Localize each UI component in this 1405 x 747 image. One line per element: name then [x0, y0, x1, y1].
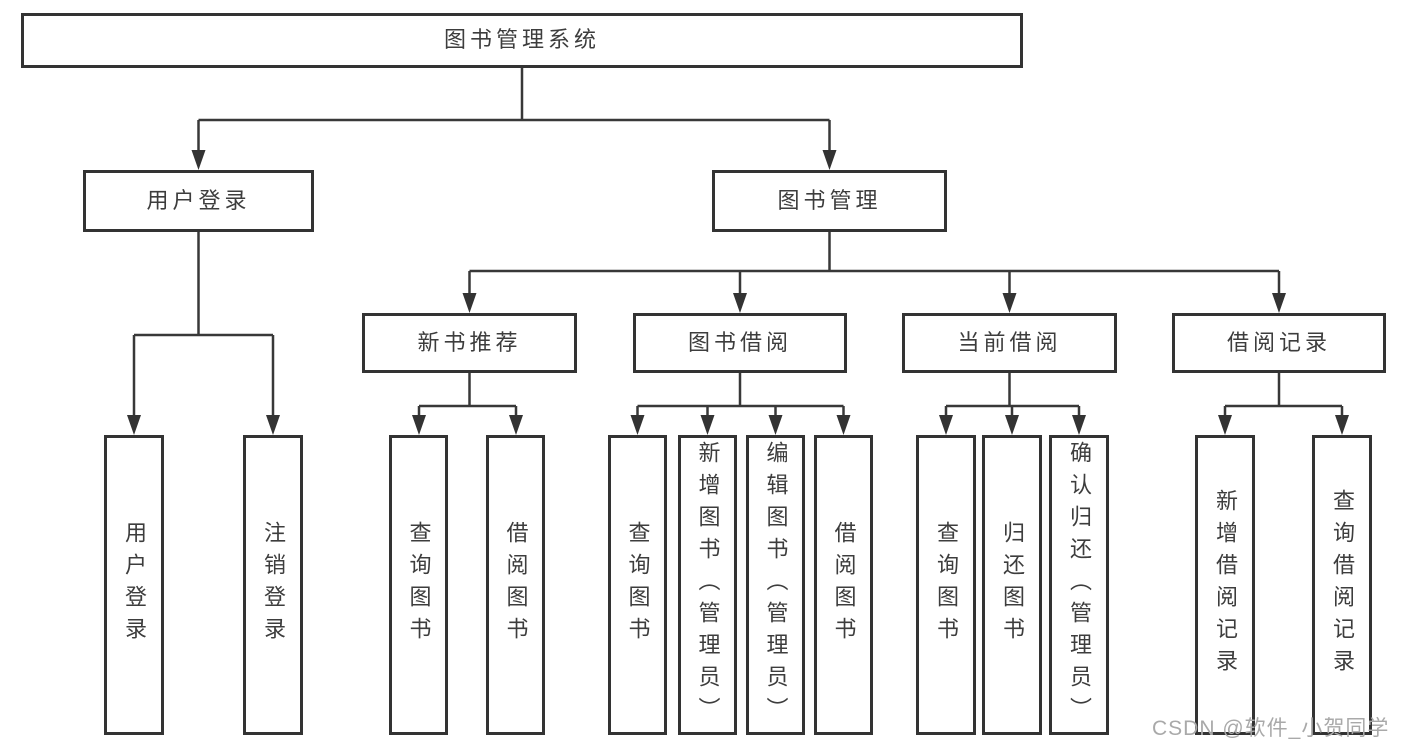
leaf-query-books-current: 查询图书 [916, 435, 976, 735]
leaf-confirm-return-admin: 确认归还（管理员） [1049, 435, 1109, 735]
node-label: 借阅记录 [1226, 329, 1331, 355]
node-label: 新书推荐 [417, 329, 522, 355]
leaf-query-books-recommend: 查询图书 [389, 435, 448, 735]
node-label: 用户登录 [146, 187, 251, 213]
node-label: 查询图书 [406, 521, 432, 649]
node-label: 图书借阅 [687, 329, 792, 355]
node-label: 注销登录 [261, 521, 286, 649]
node-label: 新增图书（管理员） [695, 441, 721, 729]
leaf-user-login: 用户登录 [104, 435, 164, 735]
leaf-query-books-borrow: 查询图书 [608, 435, 667, 735]
node-book-management: 图书管理 [712, 170, 947, 232]
node-label: 图书管理 [777, 187, 882, 213]
node-label: 借阅图书 [503, 521, 529, 649]
leaf-return-book: 归还图书 [982, 435, 1042, 735]
leaf-add-book-admin: 新增图书（管理员） [678, 435, 737, 735]
leaf-add-borrow-record: 新增借阅记录 [1195, 435, 1255, 735]
node-current-borrow: 当前借阅 [902, 313, 1117, 373]
watermark: CSDN @软件_小贺同学 [1152, 717, 1390, 740]
leaf-borrow-books: 借阅图书 [814, 435, 873, 735]
node-label: 确认归还（管理员） [1067, 441, 1092, 729]
leaf-logout: 注销登录 [243, 435, 303, 735]
node-label: 归还图书 [1000, 521, 1025, 649]
node-borrow-record: 借阅记录 [1172, 313, 1386, 373]
node-label: 用户登录 [122, 521, 147, 649]
node-book-borrow: 图书借阅 [633, 313, 847, 373]
node-label: 借阅图书 [831, 521, 857, 649]
node-root: 图书管理系统 [21, 13, 1023, 68]
leaf-borrow-books-recommend: 借阅图书 [486, 435, 545, 735]
node-label: 当前借阅 [957, 329, 1062, 355]
node-label: 图书管理系统 [443, 27, 600, 53]
leaf-query-borrow-record: 查询借阅记录 [1312, 435, 1372, 735]
node-label: 查询图书 [934, 521, 959, 649]
node-user-login: 用户登录 [83, 170, 314, 232]
leaf-edit-book-admin: 编辑图书（管理员） [746, 435, 805, 735]
node-new-book-recommend: 新书推荐 [362, 313, 577, 373]
node-label: 查询借阅记录 [1330, 489, 1355, 681]
node-label: 新增借阅记录 [1213, 489, 1238, 681]
node-label: 查询图书 [625, 521, 651, 649]
node-label: 编辑图书（管理员） [763, 441, 789, 729]
